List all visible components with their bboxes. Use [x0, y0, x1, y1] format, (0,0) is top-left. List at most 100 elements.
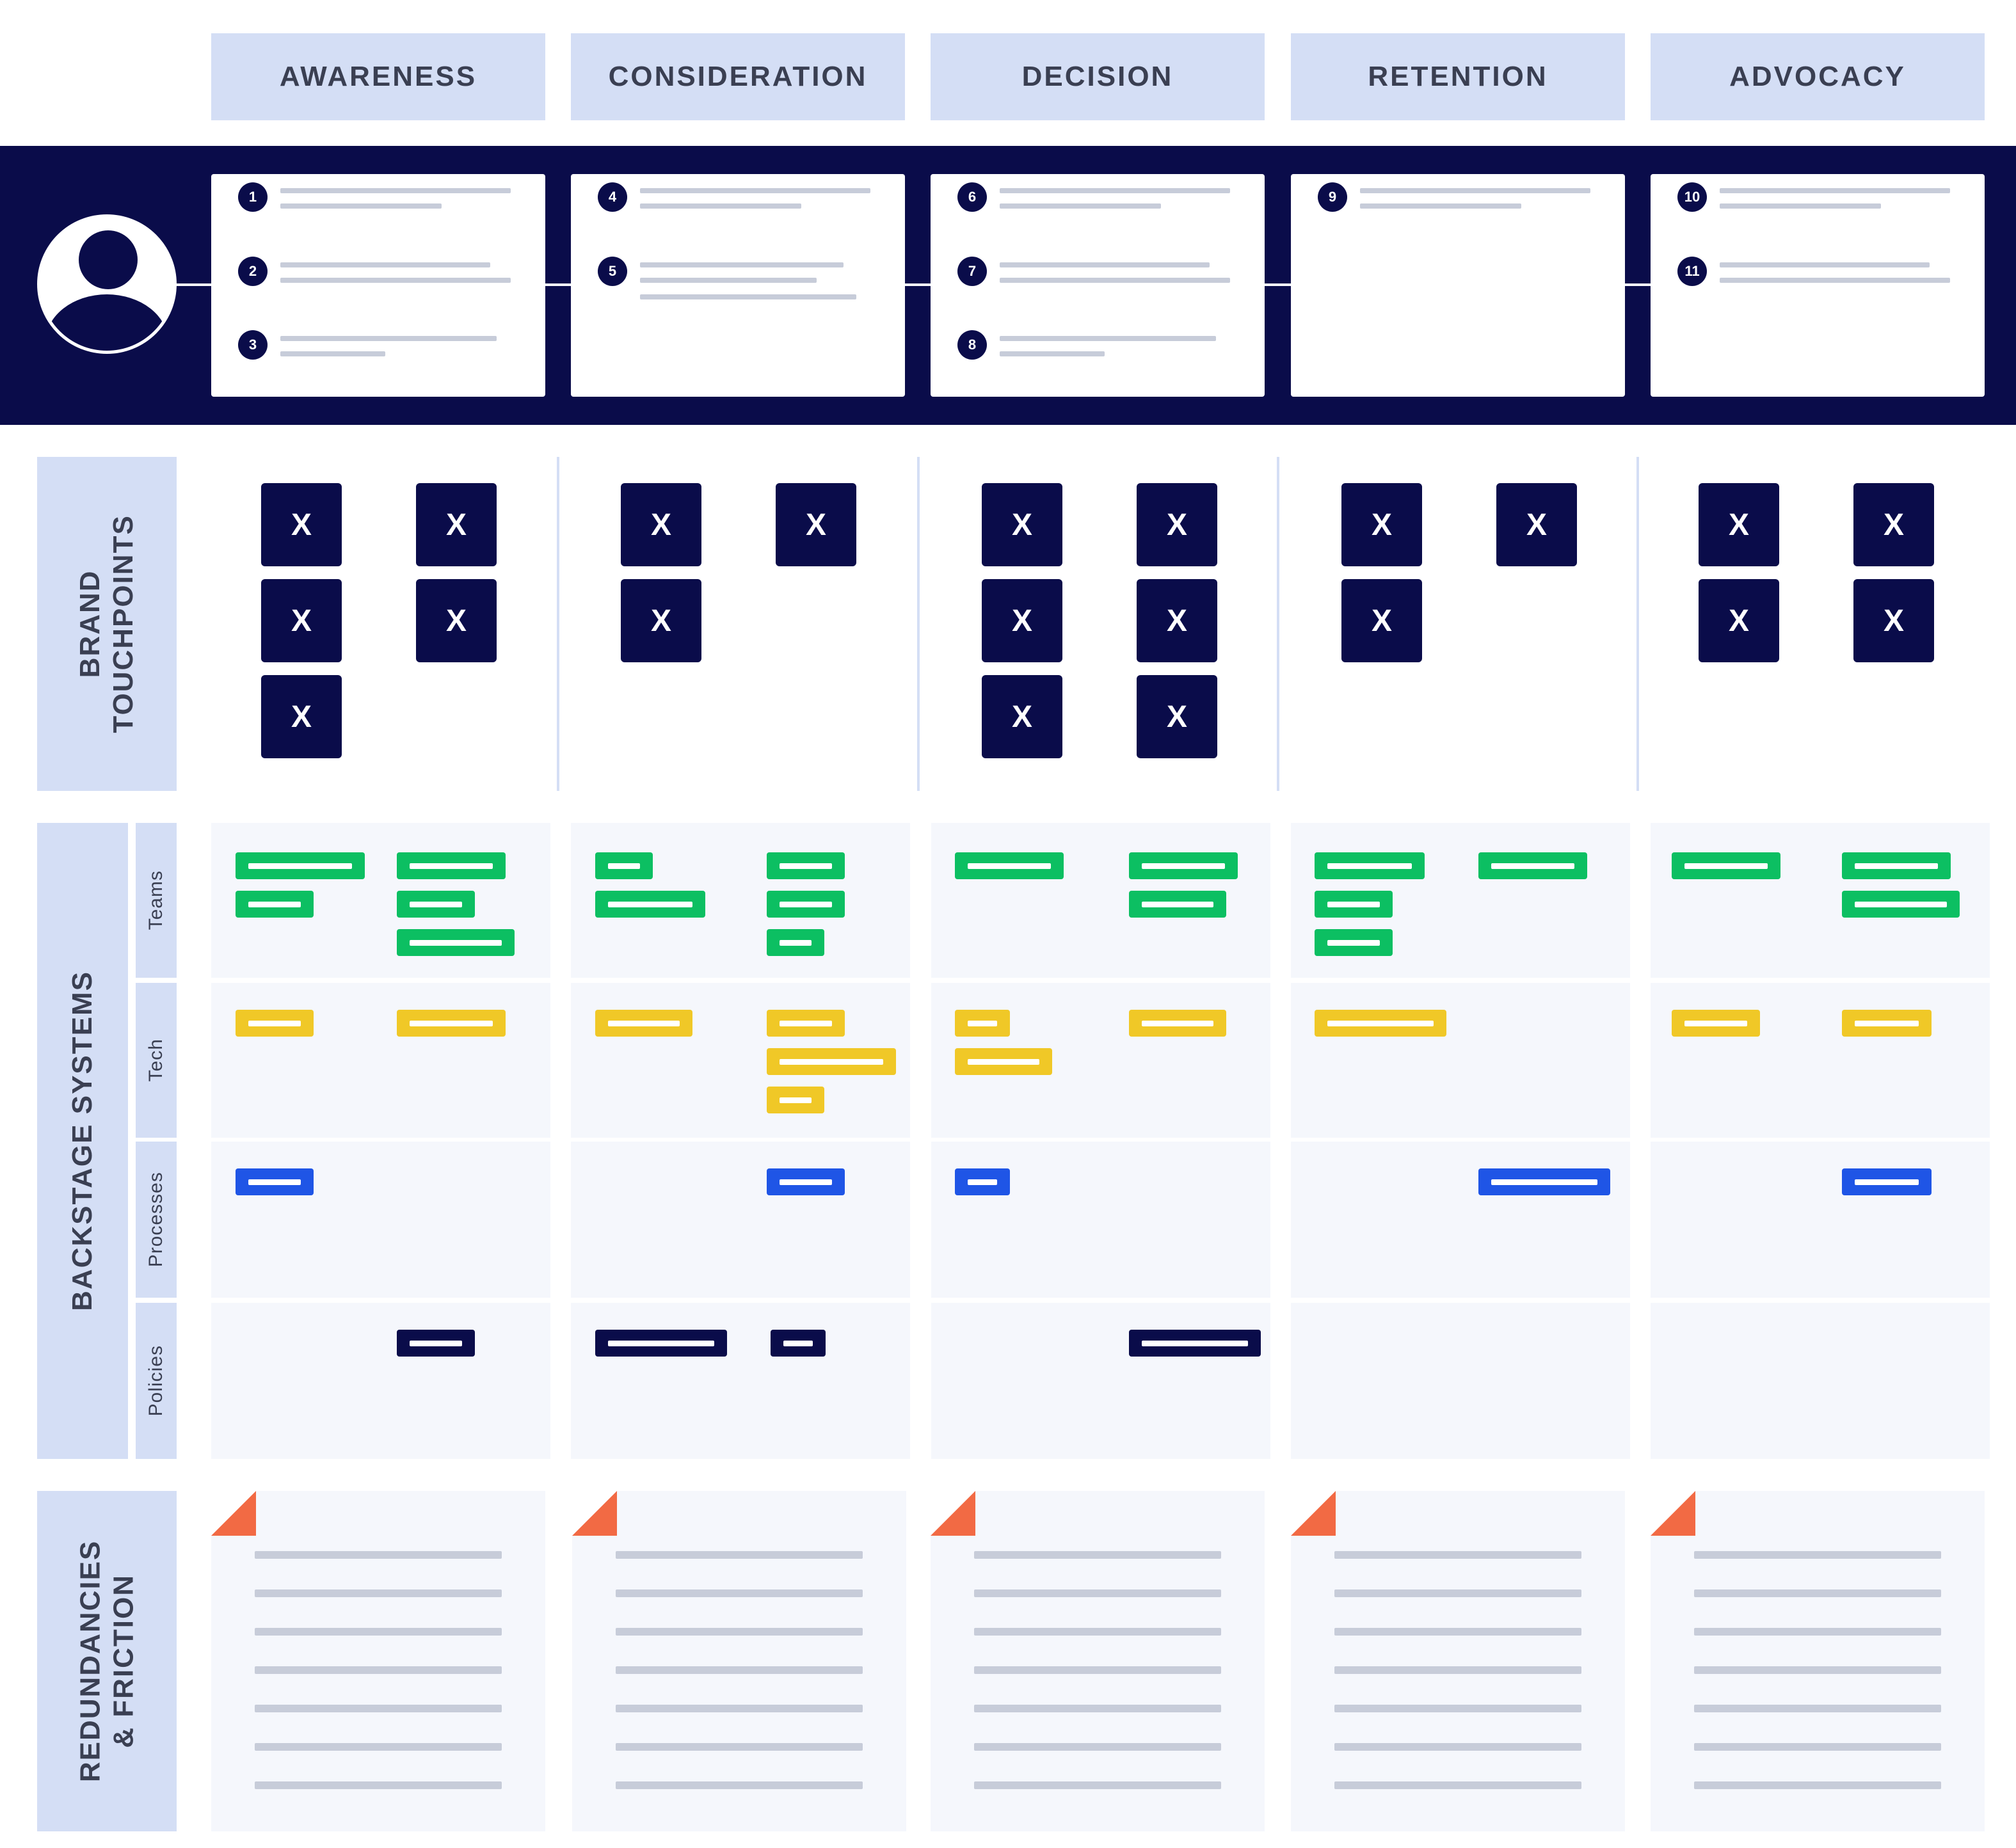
teams-bar[interactable] [236, 852, 365, 879]
touchpoint-marker[interactable]: X [416, 579, 497, 662]
step-text-placeholder [280, 336, 497, 341]
touchpoint-marker[interactable]: X [261, 579, 342, 662]
process-bar[interactable] [955, 1168, 1010, 1195]
policy-bar[interactable] [595, 1330, 727, 1357]
phase-header-advocacy: ADVOCACY [1651, 33, 1985, 120]
tech-bar[interactable] [595, 1010, 692, 1037]
tech-bar[interactable] [767, 1087, 824, 1113]
friction-note-awareness [211, 1491, 545, 1831]
step-text-placeholder [1720, 278, 1950, 283]
teams-bar[interactable] [397, 891, 475, 918]
teams-bar[interactable] [236, 891, 314, 918]
teams-bar[interactable] [1129, 891, 1226, 918]
column-divider [1277, 457, 1279, 791]
touchpoint-marker[interactable]: X [982, 483, 1062, 566]
policy-bar[interactable] [1129, 1330, 1261, 1357]
teams-bar[interactable] [767, 852, 845, 879]
backstage-cell [1651, 1142, 1990, 1298]
avatar-head [79, 230, 138, 289]
step-text-placeholder [280, 203, 442, 209]
touchpoint-marker[interactable]: X [1341, 579, 1422, 662]
teams-bar[interactable] [767, 891, 845, 918]
touchpoint-marker[interactable]: X [1699, 483, 1779, 566]
step-number: 8 [957, 330, 987, 360]
tech-bar[interactable] [397, 1010, 506, 1037]
step-text-placeholder [1360, 203, 1521, 209]
teams-bar[interactable] [1672, 852, 1780, 879]
friction-text-placeholder [616, 1666, 863, 1674]
process-bar[interactable] [1842, 1168, 1932, 1195]
tech-bar[interactable] [955, 1010, 1010, 1037]
teams-bar[interactable] [767, 929, 824, 956]
touchpoint-marker[interactable]: X [261, 675, 342, 758]
title-line: TOUCHPOINTS [108, 514, 139, 733]
friction-text-placeholder [1694, 1628, 1941, 1636]
folded-corner-icon [1291, 1491, 1336, 1536]
touchpoint-marker[interactable]: X [621, 483, 701, 566]
tech-bar[interactable] [955, 1048, 1052, 1075]
teams-bar[interactable] [1315, 929, 1393, 956]
backstage-cell [571, 1303, 910, 1459]
touchpoint-marker[interactable]: X [416, 483, 497, 566]
process-bar[interactable] [236, 1168, 314, 1195]
policy-bar[interactable] [771, 1330, 826, 1357]
backstage-cell [1291, 983, 1630, 1138]
touchpoint-marker[interactable]: X [982, 579, 1062, 662]
policy-bar[interactable] [397, 1330, 475, 1357]
touchpoint-marker[interactable]: X [1496, 483, 1577, 566]
step-text-placeholder [1000, 188, 1230, 193]
touchpoint-marker[interactable]: X [1137, 483, 1217, 566]
teams-bar[interactable] [1315, 852, 1425, 879]
backstage-cell [1291, 1303, 1630, 1459]
touchpoint-marker[interactable]: X [776, 483, 856, 566]
process-bar[interactable] [1478, 1168, 1610, 1195]
touchpoint-marker[interactable]: X [1853, 579, 1934, 662]
backstage-cell [1651, 1303, 1990, 1459]
friction-text-placeholder [1694, 1743, 1941, 1751]
teams-bar[interactable] [1842, 891, 1960, 918]
teams-bar[interactable] [1129, 852, 1238, 879]
friction-text-placeholder [1694, 1666, 1941, 1674]
tech-bar[interactable] [1129, 1010, 1226, 1037]
friction-text-placeholder [255, 1781, 502, 1789]
tech-bar[interactable] [767, 1010, 845, 1037]
step-text-placeholder [1000, 203, 1161, 209]
teams-bar[interactable] [595, 852, 653, 879]
teams-bar[interactable] [1315, 891, 1393, 918]
touchpoint-marker[interactable]: X [1137, 675, 1217, 758]
touchpoint-marker[interactable]: X [1341, 483, 1422, 566]
friction-text-placeholder [616, 1781, 863, 1789]
tech-bar[interactable] [1672, 1010, 1760, 1037]
touchpoint-marker[interactable]: X [1699, 579, 1779, 662]
friction-text-placeholder [1334, 1551, 1581, 1559]
friction-text-placeholder [616, 1628, 863, 1636]
tech-bar[interactable] [1315, 1010, 1446, 1037]
step-text-placeholder [640, 203, 801, 209]
teams-bar[interactable] [595, 891, 705, 918]
process-bar[interactable] [767, 1168, 845, 1195]
touchpoint-marker[interactable]: X [1137, 579, 1217, 662]
touchpoint-marker[interactable]: X [982, 675, 1062, 758]
tech-bar[interactable] [1842, 1010, 1932, 1037]
backstage-cell [1291, 1142, 1630, 1298]
touchpoint-marker[interactable]: X [1853, 483, 1934, 566]
teams-bar[interactable] [1478, 852, 1587, 879]
touchpoint-marker[interactable]: X [261, 483, 342, 566]
touchpoint-marker[interactable]: X [621, 579, 701, 662]
tech-bar[interactable] [767, 1048, 896, 1075]
teams-bar[interactable] [1842, 852, 1951, 879]
folded-corner-icon [572, 1491, 617, 1536]
backstage-row-label-tech: Tech [136, 983, 177, 1138]
teams-bar[interactable] [955, 852, 1064, 879]
phase-header-decision: DECISION [931, 33, 1265, 120]
user-avatar-icon [37, 214, 177, 354]
tech-bar[interactable] [236, 1010, 314, 1037]
friction-text-placeholder [974, 1781, 1221, 1789]
friction-text-placeholder [1694, 1705, 1941, 1712]
friction-text-placeholder [616, 1551, 863, 1559]
teams-bar[interactable] [397, 929, 515, 956]
teams-bar[interactable] [397, 852, 506, 879]
